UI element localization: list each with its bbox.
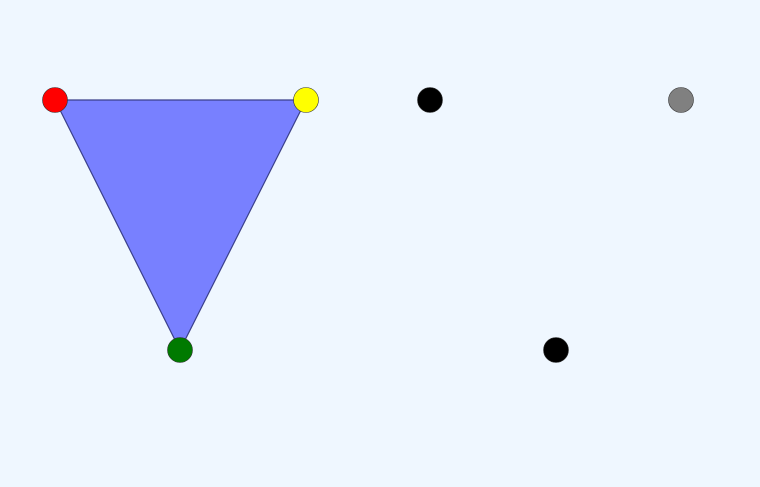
point-black-top-point[interactable] bbox=[417, 87, 443, 113]
point-black-bottom-point[interactable] bbox=[543, 337, 569, 363]
points-layer bbox=[42, 87, 694, 363]
vertex-yellow-point[interactable] bbox=[293, 87, 319, 113]
vertex-red-point[interactable] bbox=[42, 87, 68, 113]
vertex-green-point[interactable] bbox=[167, 337, 193, 363]
point-gray-point[interactable] bbox=[668, 87, 694, 113]
triangle-shape bbox=[54, 99, 307, 352]
